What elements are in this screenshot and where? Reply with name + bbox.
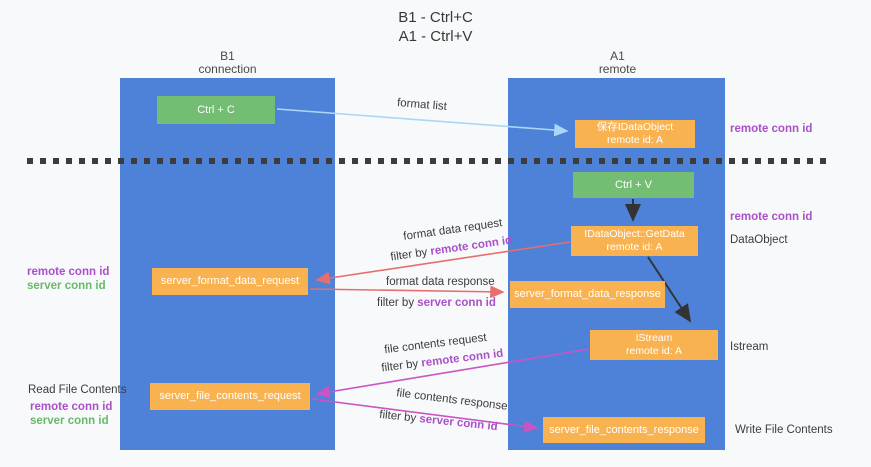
column-b1-name: B1: [220, 49, 235, 63]
ctrl-v-node: Ctrl + V: [573, 172, 694, 198]
left-server-conn-id-1-label: server conn id: [27, 280, 106, 292]
column-a1-role: remote: [598, 62, 637, 76]
dataobject-label: DataObject: [730, 234, 788, 246]
server-format-data-request-label: server_format_data_request: [160, 275, 300, 287]
save-dataobject-node: 保存IDataObject remote id: A: [575, 120, 695, 148]
file-contents-response-filter: filter by server conn id: [379, 409, 498, 433]
filter-by-text: filter by: [389, 245, 432, 264]
format-data-response-label: format data response: [386, 276, 495, 288]
right-remote-conn-id-top-label: remote conn id: [730, 123, 813, 135]
format-data-response-filter: filter by server conn id: [377, 297, 496, 309]
remote-conn-id-filter-text: remote conn id: [420, 347, 504, 370]
istream-node: IStream remote id: A: [590, 330, 718, 360]
column-header-a1: A1 remote: [545, 50, 690, 76]
column-header-b1: B1 connection: [155, 50, 300, 76]
ctrl-v-label: Ctrl + V: [615, 178, 652, 191]
getdata-line2: remote id: A: [606, 241, 663, 253]
file-contents-response-label: file contents response: [395, 387, 509, 413]
server-format-data-request-node: server_format_data_request: [152, 268, 308, 295]
filter-by-text: filter by: [378, 408, 420, 425]
diagram-title: B1 - Ctrl+C A1 - Ctrl+V: [0, 8, 871, 46]
istream-line1: IStream: [635, 332, 673, 344]
right-remote-conn-id-mid-label: remote conn id: [730, 211, 813, 223]
column-b1-role: connection: [198, 62, 257, 76]
server-conn-id-filter-text: server conn id: [417, 297, 496, 309]
left-remote-conn-id-2-label: remote conn id: [30, 401, 113, 413]
server-format-data-response-label: server_format_data_response: [514, 288, 661, 300]
server-conn-id-filter-text: server conn id: [418, 413, 499, 434]
remote-conn-id-filter-text: remote conn id: [429, 234, 513, 258]
write-file-contents-label: Write File Contents: [735, 424, 833, 436]
istream-side-label: Istream: [730, 341, 769, 353]
ctrl-c-node: Ctrl + C: [157, 96, 275, 124]
filter-by-text: filter by: [377, 297, 418, 309]
getdata-node: IDataObject::GetData remote id: A: [571, 226, 698, 256]
format-list-label: format list: [396, 97, 448, 113]
server-file-contents-request-label: server_file_contents_request: [159, 390, 301, 402]
left-server-conn-id-2-label: server conn id: [30, 415, 109, 427]
istream-line2: remote id: A: [625, 345, 683, 357]
column-a1-name: A1: [610, 49, 625, 63]
filter-by-text: filter by: [380, 357, 423, 375]
server-file-contents-request-node: server_file_contents_request: [150, 383, 310, 410]
save-dataobject-line2: remote id: A: [606, 134, 664, 146]
getdata-line1: IDataObject::GetData: [584, 228, 685, 240]
title-line-1: B1 - Ctrl+C: [398, 9, 473, 26]
server-file-contents-response-label: server_file_contents_response: [549, 423, 699, 436]
format-data-response-arrow: [309, 285, 505, 299]
server-file-contents-response-node: server_file_contents_response: [543, 417, 705, 443]
ctrl-c-label: Ctrl + C: [197, 103, 235, 116]
left-remote-conn-id-1-label: remote conn id: [27, 266, 110, 278]
save-dataobject-line1: 保存IDataObject: [596, 121, 674, 133]
server-format-data-response-node: server_format_data_response: [510, 281, 665, 308]
title-line-2: A1 - Ctrl+V: [398, 28, 473, 45]
read-file-contents-label: Read File Contents: [28, 384, 127, 396]
